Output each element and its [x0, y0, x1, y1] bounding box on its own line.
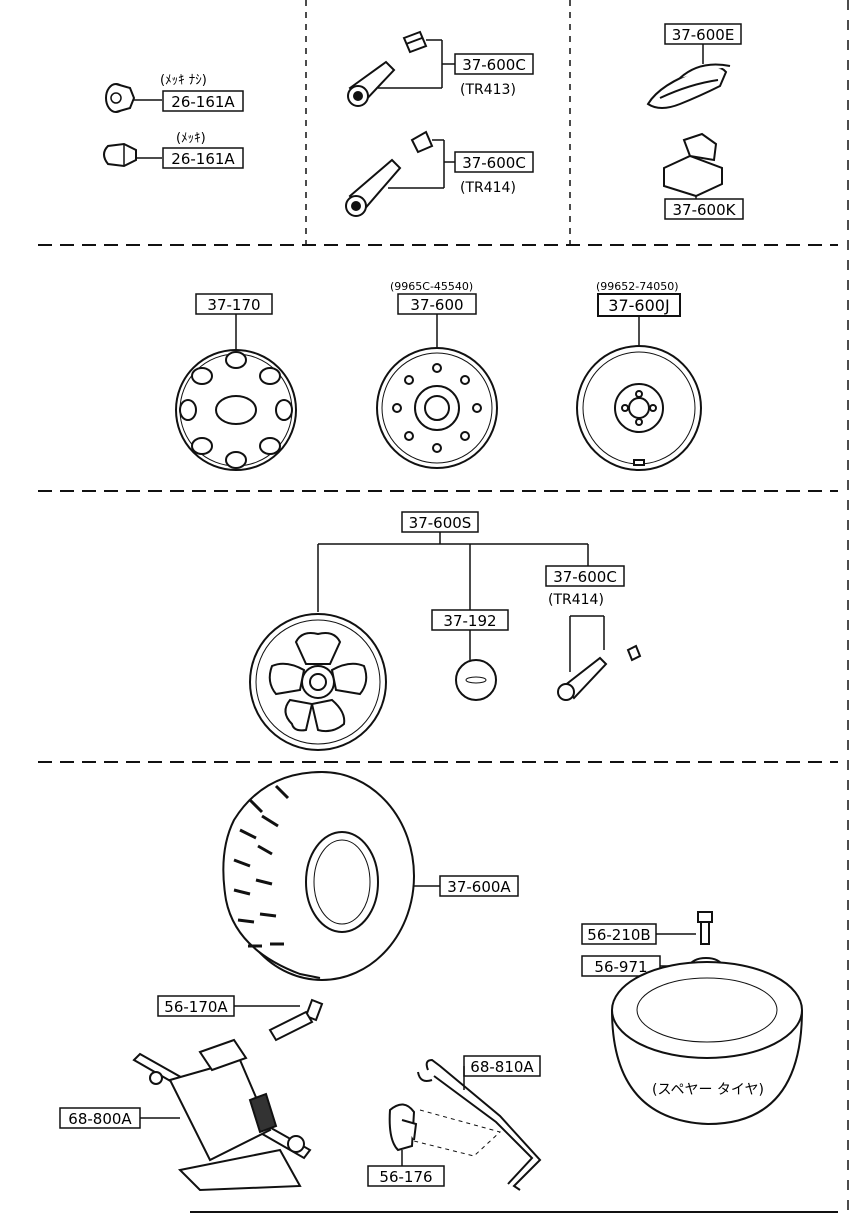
svg-text:56-971: 56-971 [594, 958, 647, 976]
adhesive-weight-drawing [663, 132, 723, 200]
spare-wheel-code: (99652-74050) [596, 280, 679, 293]
part-label-26-161A-b: 26-161A [162, 147, 244, 169]
svg-text:37-600C: 37-600C [462, 154, 526, 172]
jack-bracket-drawing [388, 1103, 418, 1152]
valve-stem-tr413-drawing [347, 30, 458, 107]
lug-nut-plated-drawing [103, 142, 162, 168]
svg-text:37-600A: 37-600A [447, 878, 511, 896]
svg-text:56-176: 56-176 [379, 1168, 432, 1186]
spare-tire-drawing [611, 961, 803, 1126]
wheel-wrench-drawing [417, 1058, 542, 1191]
svg-text:68-810A: 68-810A [470, 1058, 534, 1076]
svg-text:37-600S: 37-600S [409, 514, 472, 532]
part-label-56-210B: 56-210B [581, 923, 657, 945]
jack-handle-drawing [268, 998, 324, 1042]
part-label-37-600E: 37-600E [664, 23, 742, 45]
svg-text:37-600E: 37-600E [672, 26, 735, 44]
svg-text:37-600: 37-600 [410, 296, 463, 314]
lug-nut-plated-note: (ﾒｯｷ) [176, 131, 206, 146]
part-label-37-192: 37-192 [431, 609, 509, 631]
part-label-26-161A-a: 26-161A [162, 90, 244, 112]
part-label-37-600K: 37-600K [664, 198, 744, 220]
svg-text:37-600K: 37-600K [673, 201, 737, 219]
part-label-37-170: 37-170 [195, 293, 273, 315]
spare-tire-note: (スペヤー タイヤ) [652, 1082, 764, 1098]
svg-text:56-210B: 56-210B [587, 926, 650, 944]
svg-text:37-600C: 37-600C [553, 568, 617, 586]
part-label-56-170A: 56-170A [157, 995, 235, 1017]
jack-drawing [132, 1038, 312, 1192]
part-label-37-600A: 37-600A [439, 875, 519, 897]
part-label-37-600C-tr414: 37-600C [454, 151, 534, 173]
lug-nut-plated-no-note: (ﾒｯｷ ﾅｼ) [160, 73, 207, 88]
section-dividers [38, 0, 849, 1214]
steel-wheel-drawing [376, 347, 498, 469]
svg-text:26-161A: 26-161A [171, 93, 235, 111]
part-label-56-971: 56-971 [581, 955, 661, 977]
center-cap-drawing [455, 659, 497, 701]
tire-drawing [222, 771, 415, 981]
valve-stem-tr414-drawing [345, 130, 458, 217]
lug-nut-plated-no-drawing [105, 83, 162, 113]
svg-text:37-192: 37-192 [443, 612, 496, 630]
part-label-37-600: 37-600 [397, 293, 477, 315]
wheel-cap-drawing [175, 349, 297, 471]
part-label-56-176: 56-176 [367, 1165, 445, 1187]
alloy-valve-drawing [557, 615, 642, 701]
valve-stem-tr414-note: (TR414) [460, 180, 516, 196]
alloy-valve-note: (TR414) [548, 592, 604, 608]
part-label-37-600J: 37-600J [597, 293, 681, 317]
valve-stem-tr413-note: (TR413) [460, 82, 516, 98]
part-label-37-600C-alloy: 37-600C [545, 565, 625, 587]
svg-text:68-800A: 68-800A [68, 1110, 132, 1128]
wrench-dashed-leader [409, 1109, 502, 1157]
clip-weight-drawing [646, 44, 731, 109]
spare-wheel-drawing [576, 345, 702, 471]
spare-bolt-drawing [697, 911, 713, 945]
part-label-68-800A: 68-800A [59, 1107, 141, 1129]
alloy-wheel-drawing [249, 613, 387, 751]
alloy-set-leader-lines [317, 532, 589, 660]
steel-wheel-code: (9965C-45540) [390, 280, 473, 293]
svg-text:26-161A: 26-161A [171, 150, 235, 168]
svg-text:37-170: 37-170 [207, 296, 260, 314]
svg-text:37-600C: 37-600C [462, 56, 526, 74]
svg-text:37-600J: 37-600J [608, 296, 669, 315]
svg-text:56-170A: 56-170A [164, 998, 228, 1016]
part-label-37-600C-tr413: 37-600C [454, 53, 534, 75]
part-label-68-810A: 68-810A [463, 1055, 541, 1077]
part-label-37-600S: 37-600S [401, 511, 479, 533]
